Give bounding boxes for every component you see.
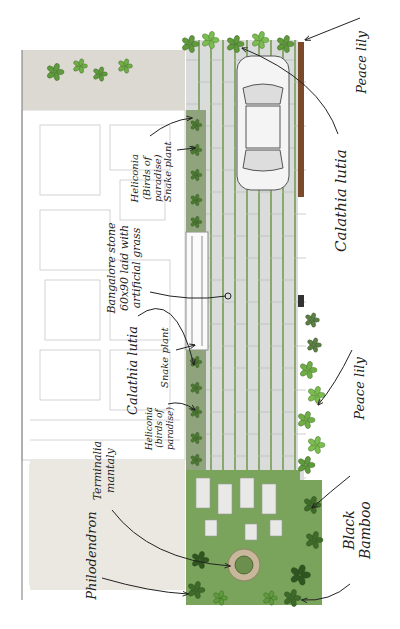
plant-label: Philodendron	[85, 509, 100, 601]
plant-label: Black Bamboo	[341, 480, 373, 580]
leader-lines	[102, 18, 360, 600]
terminalia-tree	[235, 556, 253, 574]
tree-bed	[228, 549, 260, 581]
plant-label: Snake plant	[159, 318, 171, 398]
boundary-wall	[298, 42, 304, 197]
plant-label: Bangalore stone 60x90 laid with artifici…	[106, 218, 144, 318]
plant-label: Terminalia mantaly	[92, 431, 117, 509]
plant-label: Peace lily	[353, 352, 368, 424]
car	[237, 56, 289, 190]
plant-label: Peace lily	[355, 22, 370, 102]
plants	[46, 31, 325, 608]
paved-area	[22, 50, 185, 110]
lawn	[186, 470, 322, 605]
plant-label: Calathia lutia	[333, 140, 350, 260]
gate	[186, 232, 208, 350]
grass-joints	[186, 40, 306, 480]
plant-label: Heliconia (birds of paradise)	[144, 397, 175, 459]
stone-driveway	[186, 40, 298, 480]
planter	[186, 350, 206, 470]
plant-label: Snake plant	[162, 132, 174, 212]
plant-label: Calathia lutia	[126, 320, 141, 420]
plant-label: Heliconia (Birds of paradise)	[129, 142, 164, 214]
stepping-stones	[196, 478, 282, 540]
planter	[186, 110, 206, 232]
post	[298, 295, 304, 307]
